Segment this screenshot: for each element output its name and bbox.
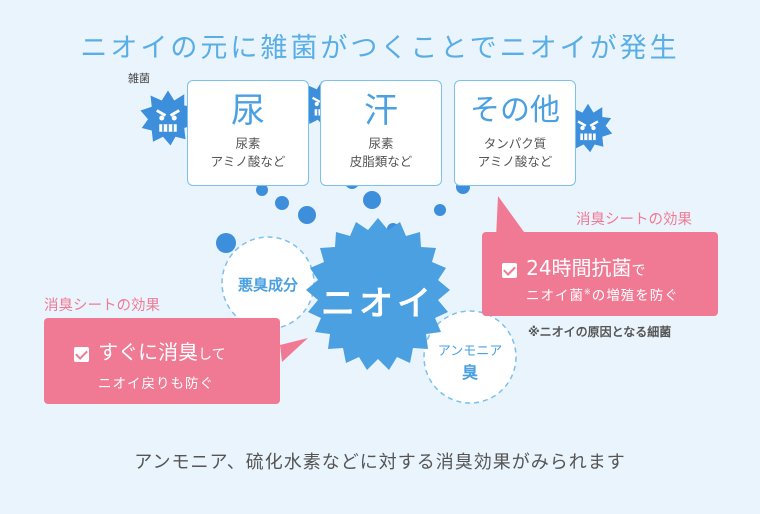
left-effect-heading: 消臭シートの効果: [44, 298, 160, 314]
right-effect-box: 24時間抗菌で ニオイ菌※の増殖を防ぐ: [482, 232, 718, 316]
right-effect-main-suffix: で: [631, 263, 646, 279]
odor-component-label: 悪臭成分: [237, 276, 298, 294]
ammonia-label-line1: アンモニア: [437, 344, 503, 359]
source-title: 汗: [364, 91, 398, 131]
page-title: ニオイの元に雑菌がつくことでニオイが発生: [80, 33, 680, 64]
odor-burst: [306, 218, 450, 370]
check-icon: [74, 347, 89, 362]
left-effect-box: すぐに消臭して ニオイ戻りも防ぐ: [44, 318, 280, 404]
source-card-other: その他 タンパク質 アミノ酸など: [454, 80, 576, 186]
right-effect-sub: ニオイ菌※の増殖を防ぐ: [526, 284, 679, 305]
source-line: タンパク質: [483, 136, 547, 151]
left-effect-sub: ニオイ戻りも防ぐ: [98, 376, 214, 392]
footnote: ※ニオイの原因となる細菌: [528, 325, 672, 339]
source-title: 尿: [231, 91, 265, 131]
right-effect-sub-pre: ニオイ菌: [526, 288, 584, 304]
footer-text: アンモニア、硫化水素などに対する消臭効果がみられます: [134, 452, 626, 473]
right-effect-heading: 消臭シートの効果: [576, 212, 692, 228]
check-icon: [502, 263, 517, 278]
source-card-sweat: 汗 尿素 皮脂類など: [320, 80, 442, 186]
odor-label: ニオイ: [321, 284, 435, 324]
source-line: 皮脂類など: [349, 154, 413, 169]
ammonia-label: アンモニア 臭: [424, 340, 516, 383]
right-effect-main: 24時間抗菌: [526, 256, 632, 280]
source-card-urine: 尿 尿素 アミノ酸など: [187, 80, 309, 186]
left-callout-tail: [280, 338, 308, 362]
ammonia-label-line2: 臭: [461, 363, 478, 382]
source-line: 尿素: [368, 136, 394, 151]
right-callout-tail: [496, 196, 524, 238]
right-effect-sub-mark: ※: [584, 287, 592, 297]
source-line: アミノ酸など: [210, 154, 286, 169]
germ-label: 雑菌: [128, 72, 150, 85]
right-effect-sub-post: の増殖を防ぐ: [591, 288, 679, 304]
source-line: 尿素: [235, 136, 261, 151]
source-line: アミノ酸など: [477, 154, 553, 169]
left-effect-main-suffix: して: [198, 347, 226, 363]
left-effect-main: すぐに消臭: [98, 340, 199, 364]
source-title: その他: [470, 93, 560, 128]
ammonia-burst: [423, 310, 517, 404]
